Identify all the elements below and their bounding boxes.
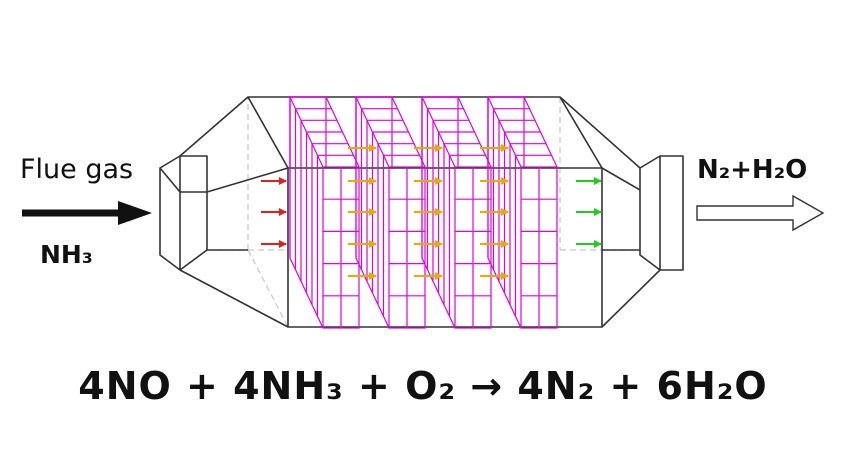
reactor-housing <box>159 96 684 328</box>
reagent-label: NH₃ <box>40 240 93 269</box>
outlet-label: N₂+H₂O <box>697 155 808 185</box>
reaction-equation: 4NO + 4NH₃ + O₂ → 4N₂ + 6H₂O <box>78 364 768 408</box>
catalyst-layer <box>487 96 558 329</box>
outlet-arrow <box>696 194 825 232</box>
catalyst-layer <box>289 96 360 329</box>
inlet-arrow <box>22 201 152 225</box>
inlet-label: Flue gas <box>20 154 134 185</box>
flow-arrows <box>261 144 602 280</box>
catalyst-layers <box>289 96 558 329</box>
catalyst-layer <box>355 96 426 329</box>
